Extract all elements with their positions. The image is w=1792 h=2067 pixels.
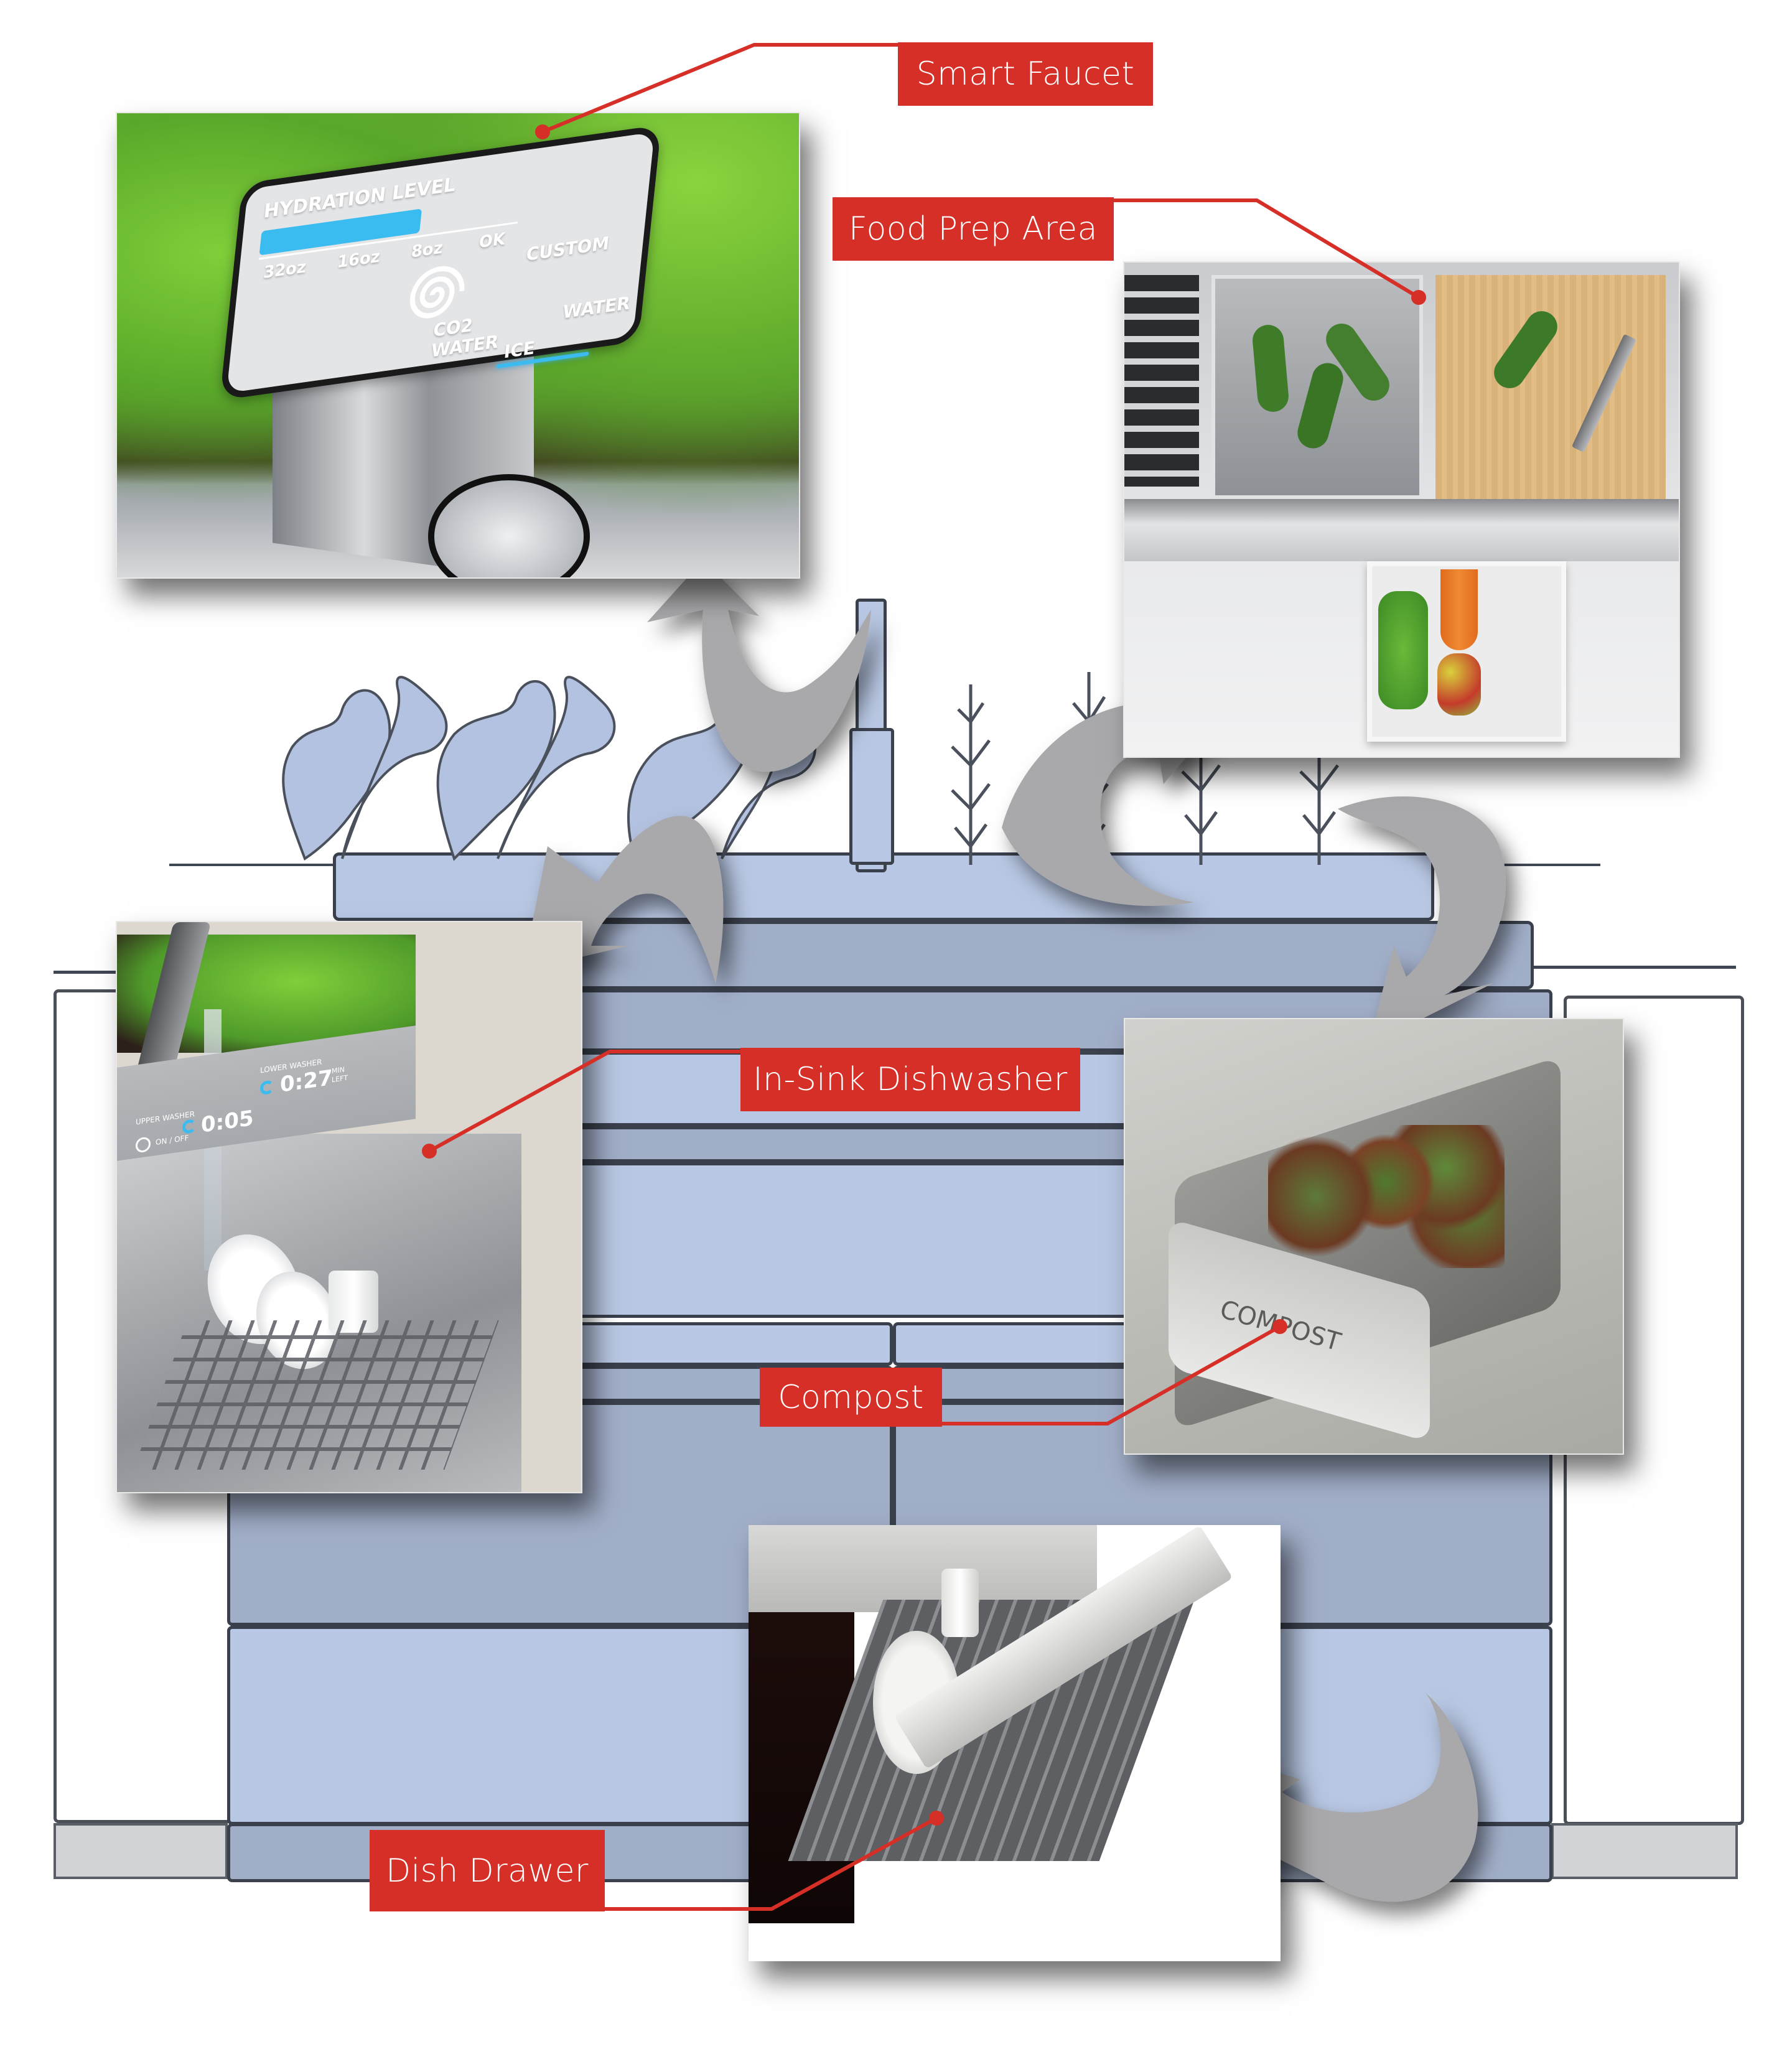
- arrow-to-compost: [1338, 796, 1506, 1045]
- callout-food-prep-area-text: Food Prep Area: [848, 210, 1098, 248]
- countertop-line-front-right: [1524, 966, 1736, 969]
- food-prep-area-photo: [1123, 261, 1680, 758]
- bamboo-cutting-board: [1435, 275, 1666, 499]
- hydration-ok: OK: [478, 229, 506, 253]
- lower-washer-cycle-icon: [260, 1080, 274, 1096]
- drain-slats: [1124, 275, 1199, 487]
- callout-in-sink-dishwasher[interactable]: In-Sink Dishwasher: [740, 1048, 1080, 1111]
- counter-edge: [1124, 499, 1679, 561]
- hydration-level-title: HYDRATION LEVEL: [263, 174, 457, 223]
- callout-compost[interactable]: Compost: [760, 1368, 942, 1427]
- dish-drawer-photo: [749, 1525, 1281, 1961]
- compost-photo: COMPOST: [1124, 1018, 1624, 1455]
- arrow-to-smart-faucet: [647, 560, 871, 772]
- callout-dish-drawer[interactable]: Dish Drawer: [370, 1830, 605, 1911]
- apples: [1437, 653, 1481, 716]
- dish-rack: [133, 1320, 499, 1470]
- on-off-label[interactable]: ON / OFF: [156, 1133, 189, 1147]
- water-option[interactable]: WATER: [561, 292, 632, 323]
- carrots: [1440, 569, 1478, 650]
- compost-pucks: [1268, 1125, 1505, 1268]
- left-side-plinth: [54, 1823, 228, 1879]
- hydration-16oz: 16oz: [336, 247, 381, 273]
- callout-in-sink-dishwasher-text: In-Sink Dishwasher: [753, 1061, 1068, 1098]
- arrow-to-dish-drawer: [1220, 1692, 1478, 1902]
- upper-washer-cycle-icon: [182, 1118, 196, 1134]
- callout-dish-drawer-text: Dish Drawer: [386, 1852, 589, 1890]
- callout-smart-faucet-text: Smart Faucet: [916, 55, 1135, 93]
- faucet-cup: [428, 474, 590, 577]
- right-side-plinth: [1551, 1823, 1738, 1879]
- basil-plants-sketch: [282, 676, 816, 861]
- dishwasher-top-trim: [749, 1525, 1097, 1612]
- callout-compost-text: Compost: [778, 1378, 924, 1416]
- produce-drawer: [1367, 561, 1566, 742]
- faucet-sketch-base: [849, 728, 894, 865]
- hydration-32oz: 32oz: [262, 257, 307, 283]
- smart-faucet-photo: HYDRATION LEVEL 32oz 16oz 8oz OK CUSTOM …: [116, 112, 800, 579]
- in-sink-dishwasher-photo: UPPER WASHER 0:05 ON / OFF LOWER WASHER …: [116, 921, 582, 1493]
- custom-option[interactable]: CUSTOM: [525, 232, 610, 266]
- callout-food-prep-area[interactable]: Food Prep Area: [833, 197, 1114, 261]
- lower-washer-unit-left: LEFT: [332, 1073, 348, 1085]
- upper-washer-time: 0:05: [201, 1105, 254, 1138]
- dish-cup: [941, 1569, 979, 1637]
- faucet-touch-screen: HYDRATION LEVEL 32oz 16oz 8oz OK CUSTOM …: [219, 124, 662, 401]
- swirl-logo-icon: [409, 266, 465, 319]
- callout-smart-faucet[interactable]: Smart Faucet: [898, 42, 1153, 106]
- power-icon[interactable]: [136, 1136, 151, 1154]
- lettuce: [1378, 591, 1428, 709]
